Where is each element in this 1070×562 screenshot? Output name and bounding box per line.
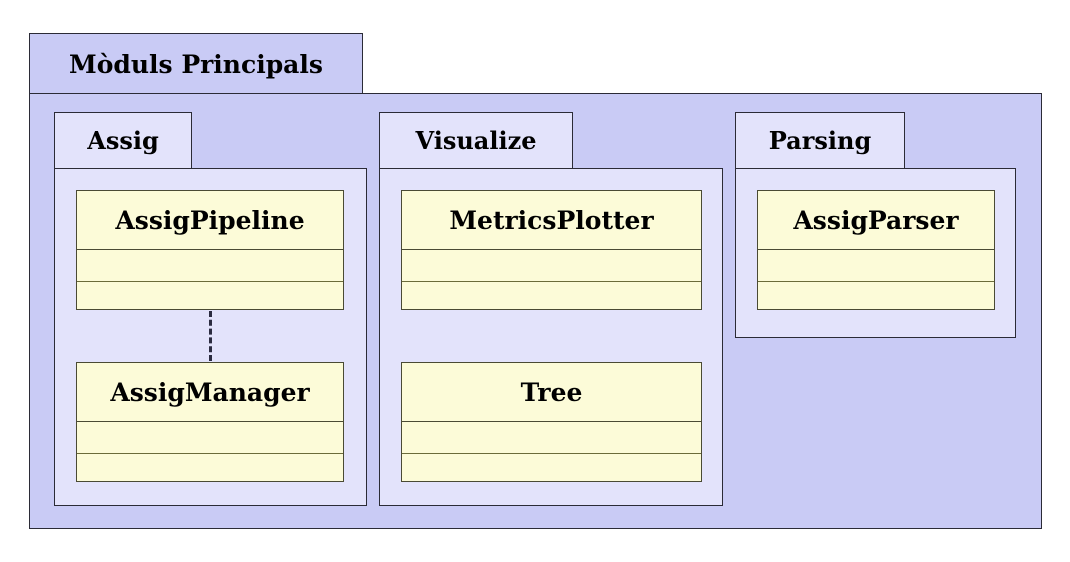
uml-class-title-assigpipeline: AssigPipeline — [115, 205, 305, 235]
uml-attributes-compartment — [77, 250, 343, 282]
uml-operations-compartment — [402, 454, 701, 481]
uml-class-name-compartment: AssigManager — [77, 363, 343, 422]
uml-class-name-compartment: Tree — [402, 363, 701, 422]
uml-class-assigmanager[interactable]: AssigManager — [76, 362, 344, 482]
package-title-moduls-principals: Mòduls Principals — [69, 49, 323, 79]
uml-class-assigparser[interactable]: AssigParser — [757, 190, 995, 310]
uml-class-assigpipeline[interactable]: AssigPipeline — [76, 190, 344, 310]
uml-class-title-assigparser: AssigParser — [793, 205, 959, 235]
uml-operations-compartment — [758, 282, 994, 309]
uml-operations-compartment — [77, 282, 343, 309]
uml-class-title-metricsplotter: MetricsPlotter — [449, 205, 654, 235]
uml-class-tree[interactable]: Tree — [401, 362, 702, 482]
uml-class-name-compartment: AssigPipeline — [77, 191, 343, 250]
uml-class-title-tree: Tree — [520, 377, 583, 407]
package-title-visualize: Visualize — [415, 126, 537, 155]
package-tab-parsing[interactable]: Parsing — [735, 112, 905, 169]
uml-class-name-compartment: MetricsPlotter — [402, 191, 701, 250]
uml-class-title-assigmanager: AssigManager — [110, 377, 310, 407]
package-title-assig: Assig — [87, 126, 159, 155]
uml-class-name-compartment: AssigParser — [758, 191, 994, 250]
package-tab-visualize[interactable]: Visualize — [379, 112, 573, 169]
uml-class-metricsplotter[interactable]: MetricsPlotter — [401, 190, 702, 310]
uml-operations-compartment — [77, 454, 343, 481]
uml-operations-compartment — [402, 282, 701, 309]
package-title-parsing: Parsing — [768, 126, 872, 155]
uml-attributes-compartment — [402, 422, 701, 454]
dependency-line-assigpipeline-assigmanager — [209, 311, 212, 361]
package-tab-moduls-principals[interactable]: Mòduls Principals — [29, 33, 363, 94]
uml-attributes-compartment — [758, 250, 994, 282]
uml-attributes-compartment — [402, 250, 701, 282]
uml-attributes-compartment — [77, 422, 343, 454]
package-tab-assig[interactable]: Assig — [54, 112, 192, 169]
